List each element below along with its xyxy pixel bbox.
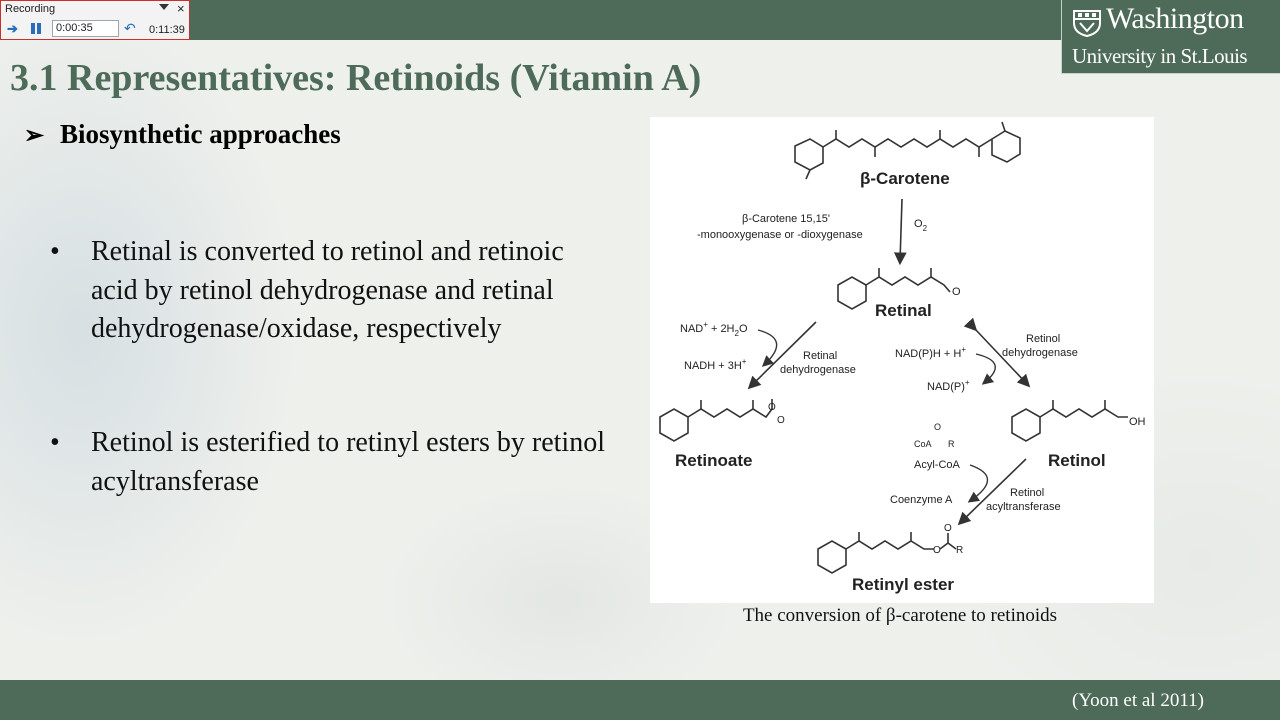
retinoate-structure: [659, 399, 773, 442]
coa-r: R: [948, 439, 955, 449]
figure-caption: The conversion of β-carotene to retinoid…: [742, 605, 1058, 626]
acyl-enzyme-line-1: Retinol: [1010, 487, 1044, 499]
nad-curve-arrow: [757, 329, 778, 367]
pause-icon[interactable]: [31, 23, 41, 34]
university-logo: Washington University in St.Louis: [1061, 0, 1280, 74]
retinoate-oxygen: O: [768, 402, 776, 413]
cofactor-nadp-out: NAD(P)+: [927, 378, 970, 393]
arrow-bullet-icon: ➢: [24, 123, 45, 149]
coa-label: CoA: [914, 439, 932, 449]
acyl-enzyme-line-2: acyltransferase: [986, 501, 1061, 513]
cofactor-acyl-coa: Acyl-CoA: [914, 459, 961, 471]
recording-widget: Recording × ➔ 0:00:35 ↶ 0:11:39: [0, 0, 190, 40]
retinal-dh-line-2: dehydrogenase: [780, 364, 856, 376]
node-beta-carotene: β-Carotene: [860, 169, 950, 188]
cofactor-o2: O2: [914, 218, 928, 233]
menu-icon[interactable]: [159, 4, 169, 10]
undo-icon[interactable]: ↶: [124, 20, 136, 36]
elapsed-time-field[interactable]: 0:00:35: [52, 20, 119, 37]
cofactor-nadph-in: NAD(P)H + H+: [895, 345, 966, 360]
logo-line-1: Washington: [1106, 2, 1244, 35]
logo-line-2: University in St.Louis: [1072, 44, 1248, 68]
pathway-figure: β-Carotene β-Carotene 15,15' -monooxygen…: [650, 117, 1154, 603]
nadph-curve-arrow: [975, 353, 996, 385]
retinal-retinol-arrow: [963, 317, 1031, 388]
bullet-dot-icon: •: [50, 427, 60, 458]
retinal-dh-line-1: Retinal: [803, 350, 837, 362]
retinal-oxygen: O: [952, 286, 961, 298]
node-retinol: Retinol: [1048, 451, 1106, 470]
cofactor-nad-in: NAD+ + 2H2O: [680, 320, 748, 338]
subheading-text: Biosynthetic approaches: [60, 119, 341, 149]
shield-icon: [1073, 10, 1101, 37]
recording-title: Recording: [5, 3, 56, 15]
node-retinyl-ester: Retinyl ester: [852, 575, 954, 594]
close-icon[interactable]: ×: [177, 1, 185, 16]
ester-r: R: [956, 545, 963, 556]
cofactor-coenzyme-a: Coenzyme A: [890, 494, 953, 506]
retinol-dh-line-1: Retinol: [1026, 333, 1060, 345]
bullet-dot-icon: •: [50, 236, 60, 267]
cofactor-nadh-out: NADH + 3H+: [684, 357, 747, 372]
ester-oxygen: O: [933, 545, 941, 556]
pathway-diagram: β-Carotene β-Carotene 15,15' -monooxygen…: [659, 121, 1146, 594]
bullet-text: Retinol is esterified to retinyl esters …: [91, 427, 605, 497]
beta-carotene-structure: [794, 121, 1021, 180]
citation: (Yoon et al 2011): [1072, 690, 1204, 711]
retinol-structure: [1011, 400, 1128, 442]
retinoate-oxygen-minus: O: [777, 415, 785, 426]
retinal-structure: [837, 268, 951, 310]
cleavage-enzyme-line-1: β-Carotene 15,15': [742, 213, 830, 225]
retinol-to-ester-arrow: [957, 458, 1027, 526]
retinol-dh-line-2: dehydrogenase: [1002, 347, 1078, 359]
node-retinoate: Retinoate: [675, 451, 752, 470]
total-time: 0:11:39: [149, 24, 185, 36]
cleavage-arrow: [893, 198, 907, 266]
arrow-icon[interactable]: ➔: [7, 21, 18, 36]
ester-oxygen-carbonyl: O: [944, 523, 952, 534]
bottom-band: [0, 680, 1280, 720]
acyl-coa-curve-arrow: [967, 464, 988, 503]
node-retinal: Retinal: [875, 301, 932, 320]
retinol-oh: OH: [1129, 416, 1146, 428]
bullet-text: Retinal is converted to retinol and reti…: [91, 236, 564, 344]
retinal-to-retinoate-arrow: [747, 321, 817, 390]
cleavage-enzyme-line-2: -monooxygenase or -dioxygenase: [697, 229, 863, 241]
coa-oxygen: O: [934, 422, 941, 432]
subheading: ➢ Biosynthetic approaches: [24, 119, 341, 150]
slide-title: 3.1 Representatives: Retinoids (Vitamin …: [10, 57, 702, 99]
retinyl-ester-structure: [817, 532, 957, 574]
